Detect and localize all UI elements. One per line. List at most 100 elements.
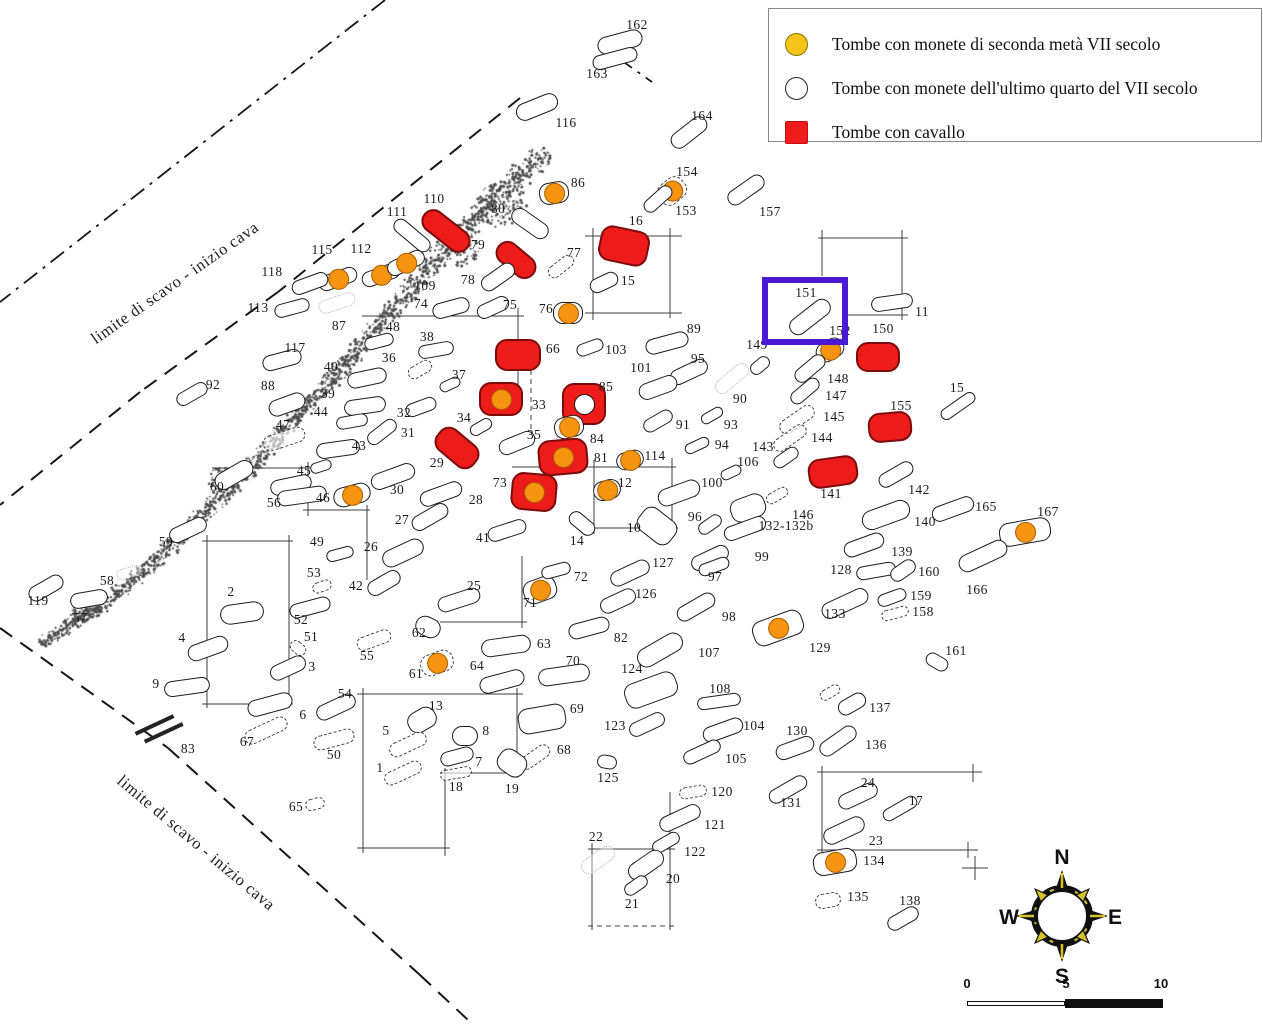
coin-dot-icon (339, 482, 365, 508)
tomb-label-68: 68 (556, 742, 572, 757)
tomb-label-124: 124 (621, 661, 643, 676)
tomb-label-126: 126 (635, 586, 657, 601)
tomb-label-119: 119 (27, 593, 49, 608)
tomb-label-87: 87 (331, 318, 347, 333)
tomb-label-100: 100 (701, 475, 723, 490)
tomb-64 (477, 666, 527, 696)
tomb-26 (379, 535, 427, 571)
tomb-label-111: 111 (386, 204, 408, 219)
tomb-label-95: 95 (690, 351, 706, 366)
legend-item-label: Tombe con monete di seconda metà VII sec… (832, 33, 1161, 54)
tomb-74 (430, 295, 472, 321)
tomb-160 (887, 555, 919, 585)
coin-dot-icon (557, 302, 579, 324)
tomb-58 (115, 563, 143, 581)
tomb-label-151: 151 (795, 285, 817, 300)
tomb-label-105: 105 (725, 751, 747, 766)
tomb-166 (955, 536, 1011, 576)
tomb-label-11: 11 (915, 304, 929, 319)
tomb-76 (553, 302, 583, 324)
tomb-label-106: 106 (737, 454, 759, 469)
tomb-137 (835, 689, 869, 719)
tomb-125 (595, 753, 619, 771)
tomb-121 (656, 801, 704, 835)
tomb-label-36: 36 (381, 350, 397, 365)
tomb-label-134: 134 (863, 853, 885, 868)
tomb-19 (492, 744, 532, 782)
scale-tick-5: 5 (1062, 976, 1070, 991)
tomb-57 (68, 587, 110, 611)
tomb-label-122: 122 (684, 844, 706, 859)
tomb-7 (438, 744, 476, 768)
tomb-40 (345, 366, 389, 390)
tomb-label-85: 85 (598, 379, 614, 394)
tomb-label-10: 10 (626, 520, 642, 535)
tomb-label-52: 52 (293, 612, 309, 627)
tomb-label-86: 86 (570, 175, 586, 190)
tomb-6 (245, 689, 295, 719)
tomb-label-34: 34 (456, 410, 472, 425)
coin-dot-icon (617, 447, 643, 473)
tomb-label-125: 125 (597, 770, 619, 785)
tomb-label-67: 67 (239, 734, 255, 749)
tomb-label-66: 66 (545, 341, 561, 356)
tomb-label-158: 158 (912, 604, 934, 619)
tomb-label-115: 115 (311, 242, 333, 257)
tomb-83 (133, 710, 184, 749)
tomb-4 (185, 632, 231, 664)
tomb-label-99: 99 (754, 549, 770, 564)
tomb-label-137: 137 (869, 700, 891, 715)
tomb-label-81: 81 (593, 450, 609, 465)
tomb-label-91: 91 (675, 417, 691, 432)
tomb-label-96: 96 (687, 509, 703, 524)
tomb-31 (364, 416, 400, 448)
tomb-label-75: 75 (502, 297, 518, 312)
tomb-label-20: 20 (665, 871, 681, 886)
tomb-label-35: 35 (526, 427, 542, 442)
tomb-label-46: 46 (315, 490, 331, 505)
tomb-label-72: 72 (573, 569, 589, 584)
tomb-label-17: 17 (908, 793, 924, 808)
tomb-label-71: 71 (522, 595, 538, 610)
tomb-label-92: 92 (205, 377, 221, 392)
tomb-label-142: 142 (908, 482, 930, 497)
tomb-label-77: 77 (566, 245, 582, 260)
tomb-label-5: 5 (382, 723, 390, 738)
tomb-label-14: 14 (569, 533, 585, 548)
tomb-label-159: 159 (910, 588, 932, 603)
tomb-label-154: 154 (676, 164, 698, 179)
tomb-label-65: 65 (288, 799, 304, 814)
tomb-label-26: 26 (363, 539, 379, 554)
tomb-165 (929, 493, 977, 525)
tomb-label-136: 136 (865, 737, 887, 752)
tomb-label-94: 94 (714, 437, 730, 452)
tomb-150 (856, 342, 900, 372)
tomb-label-157: 157 (759, 204, 781, 219)
tomb-label-25: 25 (466, 578, 482, 593)
tomb-label-37: 37 (451, 367, 467, 382)
tomb-label-27: 27 (394, 512, 410, 527)
tomb-109 (384, 247, 428, 279)
tomb-8 (452, 726, 478, 746)
tomb-label-21: 21 (624, 896, 640, 911)
tomb-label-104: 104 (743, 718, 765, 733)
tomb-label-117: 117 (284, 340, 306, 355)
tomb-92 (173, 379, 211, 409)
tomb-label-57: 57 (72, 610, 88, 625)
tomb-label-61: 61 (408, 666, 424, 681)
tomb-label-60: 60 (209, 479, 225, 494)
tomb-146 (763, 484, 791, 506)
tomb-label-78: 78 (460, 272, 476, 287)
tomb-label-145: 145 (823, 409, 845, 424)
tomb-103 (574, 336, 606, 358)
tomb-label-47: 47 (275, 417, 291, 432)
tomb-label-76: 76 (538, 301, 554, 316)
tomb-label-89: 89 (686, 321, 702, 336)
tomb-120 (678, 783, 708, 801)
tomb-label-132-132b: 132-132b (758, 518, 814, 533)
tomb-15 (587, 268, 621, 296)
tomb-label-133: 133 (824, 606, 846, 621)
tomb-114 (614, 447, 646, 473)
scale-tick-0: 0 (963, 976, 971, 991)
